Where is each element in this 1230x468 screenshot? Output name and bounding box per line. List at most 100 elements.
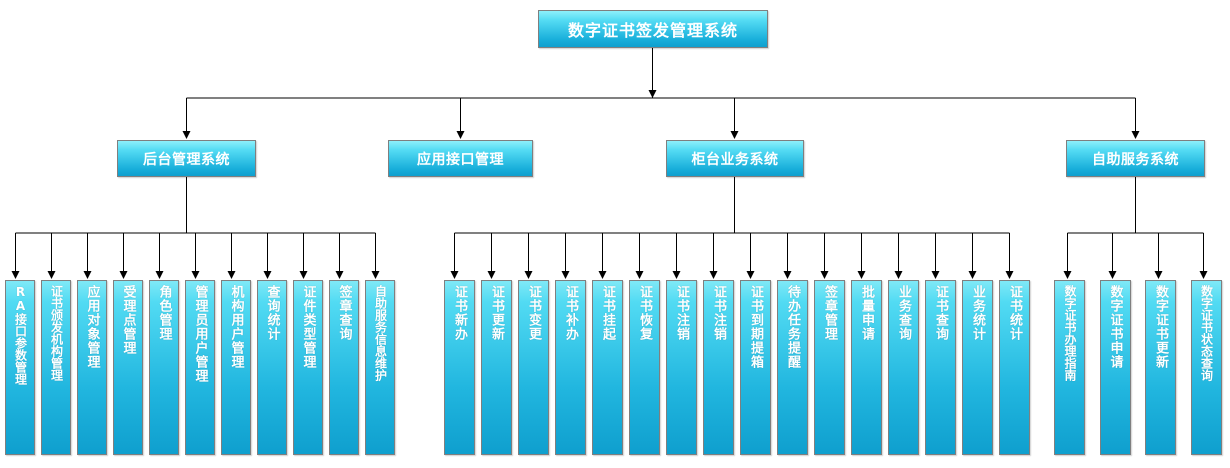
arrowhead: [1131, 131, 1140, 139]
node-leaf-label: 自助服务信息维护: [373, 285, 388, 381]
node-group-selfservice[interactable]: 自助服务系统: [1066, 140, 1205, 177]
node-leaf-counter-13[interactable]: 证书查询: [925, 280, 956, 455]
node-group-backend[interactable]: 后台管理系统: [117, 140, 256, 177]
node-leaf-selfservice-1[interactable]: 数字证书申请: [1099, 280, 1131, 455]
arrowhead: [1154, 271, 1163, 279]
arrowhead: [191, 271, 200, 279]
node-leaf-counter-14[interactable]: 业务统计: [962, 280, 993, 455]
node-leaf-label: 证书恢复: [637, 285, 652, 341]
node-leaf-label: 证书挂起: [600, 285, 615, 341]
node-leaf-counter-3[interactable]: 证书补办: [555, 280, 586, 455]
arrowhead: [730, 131, 739, 139]
node-leaf-label: 签章查询: [336, 285, 352, 341]
node-leaf-label: RA接口参数管理: [13, 285, 28, 385]
arrowhead: [648, 90, 657, 98]
node-leaf-selfservice-0[interactable]: 数字证书办理指南: [1054, 280, 1085, 455]
node-leaf-counter-10[interactable]: 签章管理: [814, 280, 845, 455]
arrowhead: [524, 271, 533, 279]
arrowhead: [709, 271, 718, 279]
node-leaf-label: 证书颁发机构管理: [49, 285, 64, 381]
node-leaf-label: 业务查询: [896, 285, 911, 341]
node-leaf-backend-2[interactable]: 应用对象管理: [77, 280, 107, 455]
arrowhead: [1005, 271, 1014, 279]
arrowhead: [857, 271, 866, 279]
node-leaf-counter-6[interactable]: 证书注销: [666, 280, 697, 455]
arrowhead: [968, 271, 977, 279]
node-leaf-backend-6[interactable]: 机构用户管理: [221, 280, 251, 455]
node-leaf-counter-15[interactable]: 证书统计: [999, 280, 1030, 455]
arrowhead: [1108, 271, 1117, 279]
node-leaf-backend-8[interactable]: 证件类型管理: [293, 280, 323, 455]
arrowhead: [11, 271, 20, 279]
node-leaf-counter-1[interactable]: 证书更新: [481, 280, 512, 455]
node-leaf-label: 批量申请: [859, 285, 874, 341]
node-group-api[interactable]: 应用接口管理: [388, 140, 533, 177]
node-group-api-label: 应用接口管理: [417, 151, 504, 168]
node-leaf-label: 应用对象管理: [84, 285, 100, 369]
node-leaf-label: 待办任务提醒: [785, 285, 800, 369]
node-leaf-counter-12[interactable]: 业务查询: [888, 280, 919, 455]
node-leaf-label: 证书补办: [563, 285, 578, 341]
node-leaf-label: 证书注销: [674, 285, 689, 341]
node-leaf-selfservice-3[interactable]: 数字证书状态查询: [1190, 280, 1222, 455]
arrowhead: [227, 271, 236, 279]
arrowhead: [894, 271, 903, 279]
node-leaf-label: 证书到期提箱: [748, 285, 763, 369]
arrowhead: [783, 271, 792, 279]
arrowhead: [931, 271, 940, 279]
node-leaf-label: 机构用户管理: [228, 285, 244, 369]
node-leaf-counter-7[interactable]: 证书注销: [703, 280, 734, 455]
arrowhead: [47, 271, 56, 279]
node-leaf-backend-4[interactable]: 角色管理: [149, 280, 179, 455]
node-leaf-label: 证书更新: [489, 285, 504, 341]
node-leaf-counter-8[interactable]: 证书到期提箱: [740, 280, 771, 455]
node-leaf-label: 数字证书更新: [1153, 285, 1168, 369]
node-leaf-backend-3[interactable]: 受理点管理: [113, 280, 143, 455]
node-leaf-label: 角色管理: [156, 285, 172, 341]
node-leaf-label: 业务统计: [970, 285, 985, 341]
arrowhead: [155, 271, 164, 279]
node-leaf-counter-9[interactable]: 待办任务提醒: [777, 280, 808, 455]
arrowhead: [450, 271, 459, 279]
node-leaf-counter-11[interactable]: 批量申请: [851, 280, 882, 455]
node-leaf-counter-5[interactable]: 证书恢复: [629, 280, 660, 455]
node-leaf-counter-4[interactable]: 证书挂起: [592, 280, 623, 455]
arrowhead: [335, 271, 344, 279]
arrowhead: [456, 131, 465, 139]
node-root-label: 数字证书签发管理系统: [567, 21, 738, 40]
node-leaf-label: 证书注销: [711, 285, 726, 341]
node-leaf-backend-9[interactable]: 签章查询: [329, 280, 359, 455]
node-leaf-label: 证件类型管理: [300, 285, 316, 369]
node-leaf-label: 数字证书申请: [1107, 285, 1123, 369]
node-leaf-label: 数字证书状态查询: [1199, 285, 1214, 381]
arrowhead: [820, 271, 829, 279]
node-leaf-backend-10[interactable]: 自助服务信息维护: [365, 280, 395, 455]
node-leaf-label: 证书新办: [452, 285, 467, 341]
arrowhead: [299, 271, 308, 279]
arrowhead: [1063, 271, 1072, 279]
node-leaf-counter-2[interactable]: 证书变更: [518, 280, 549, 455]
arrowhead: [263, 271, 272, 279]
node-leaf-label: 数字证书办理指南: [1063, 285, 1077, 381]
node-leaf-label: 查询统计: [264, 285, 280, 341]
node-leaf-backend-7[interactable]: 查询统计: [257, 280, 287, 455]
node-group-counter[interactable]: 柜台业务系统: [666, 140, 804, 177]
node-leaf-label: 证书变更: [526, 285, 541, 341]
node-leaf-label: 受理点管理: [120, 285, 136, 355]
node-leaf-backend-0[interactable]: RA接口参数管理: [5, 280, 35, 455]
arrowhead: [1199, 271, 1208, 279]
arrowhead: [598, 271, 607, 279]
node-leaf-backend-1[interactable]: 证书颁发机构管理: [41, 280, 71, 455]
node-root[interactable]: 数字证书签发管理系统: [538, 10, 768, 48]
node-leaf-label: 签章管理: [822, 285, 837, 341]
node-leaf-label: 证书查询: [933, 285, 948, 341]
node-group-backend-label: 后台管理系统: [143, 151, 230, 168]
node-leaf-backend-5[interactable]: 管理员用户管理: [185, 280, 215, 455]
arrowhead: [83, 271, 92, 279]
node-leaf-counter-0[interactable]: 证书新办: [444, 280, 475, 455]
node-leaf-selfservice-2[interactable]: 数字证书更新: [1145, 280, 1176, 455]
node-leaf-label: 管理员用户管理: [192, 285, 208, 383]
arrowhead: [561, 271, 570, 279]
arrowhead: [182, 131, 191, 139]
